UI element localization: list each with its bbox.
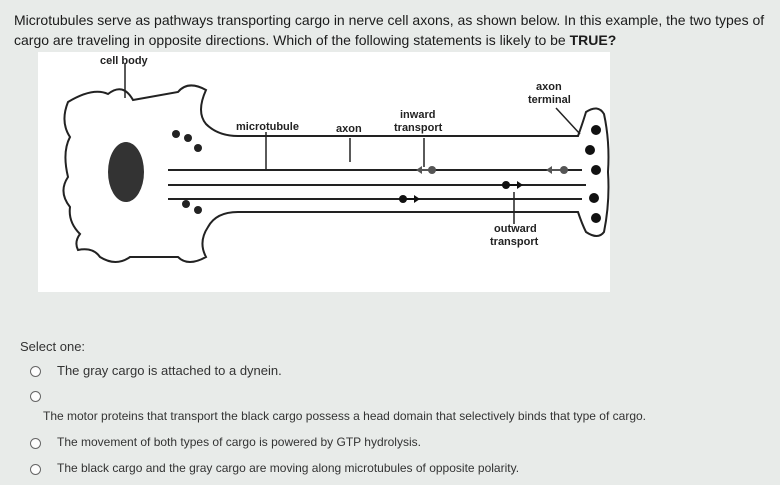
option-d-text[interactable]: The black cargo and the gray cargo are m… (57, 461, 520, 475)
label-axon: axon (336, 123, 362, 135)
option-a-text[interactable]: The gray cargo is attached to a dynein. (57, 363, 282, 378)
option-b-text[interactable]: The motor proteins that transport the bl… (43, 409, 646, 423)
vesicle (182, 200, 190, 208)
cell-body-outline (62, 84, 610, 263)
terminal-vesicle (591, 125, 601, 135)
gray-cargo-terminal (546, 166, 568, 174)
label-axon-terminal-2: terminal (528, 94, 571, 106)
terminal-vesicle (591, 165, 601, 175)
neuron-diagram-svg: cell body axon terminal inward transport… (62, 55, 610, 263)
axon-membrane (238, 135, 578, 213)
label-inward-1: inward (400, 109, 435, 121)
select-one-label: Select one: (20, 339, 86, 354)
terminal-vesicle (591, 213, 601, 223)
terminal-vesicle (589, 193, 599, 203)
gray-cargo-inward (416, 166, 436, 174)
vesicle (194, 144, 202, 152)
vesicle (194, 206, 202, 214)
nucleus (108, 142, 144, 202)
option-d-radio[interactable] (30, 464, 41, 475)
option-b-radio[interactable] (30, 391, 41, 402)
terminal-vesicle (585, 145, 595, 155)
option-c-radio[interactable] (30, 438, 41, 449)
label-outward-1: outward (494, 223, 537, 235)
label-outward-2: transport (490, 236, 539, 248)
label-axon-terminal-1: axon (536, 81, 562, 93)
option-a-radio[interactable] (30, 366, 41, 377)
black-cargo-outward (399, 195, 420, 203)
label-cell-body: cell body (100, 55, 149, 67)
question-emphasis: TRUE? (569, 32, 617, 48)
black-cargo-outward-2 (502, 181, 523, 189)
question-text: Microtubules serve as pathways transport… (14, 10, 774, 50)
label-inward-2: transport (394, 122, 443, 134)
pointer-axon-terminal (555, 107, 581, 135)
question-body: Microtubules serve as pathways transport… (14, 12, 765, 48)
option-c-text[interactable]: The movement of both types of cargo is p… (57, 435, 421, 449)
neuron-diagram: cell body axon terminal inward transport… (38, 52, 610, 292)
vesicle (184, 134, 192, 142)
vesicle (172, 130, 180, 138)
label-microtubule: microtubule (236, 121, 299, 133)
